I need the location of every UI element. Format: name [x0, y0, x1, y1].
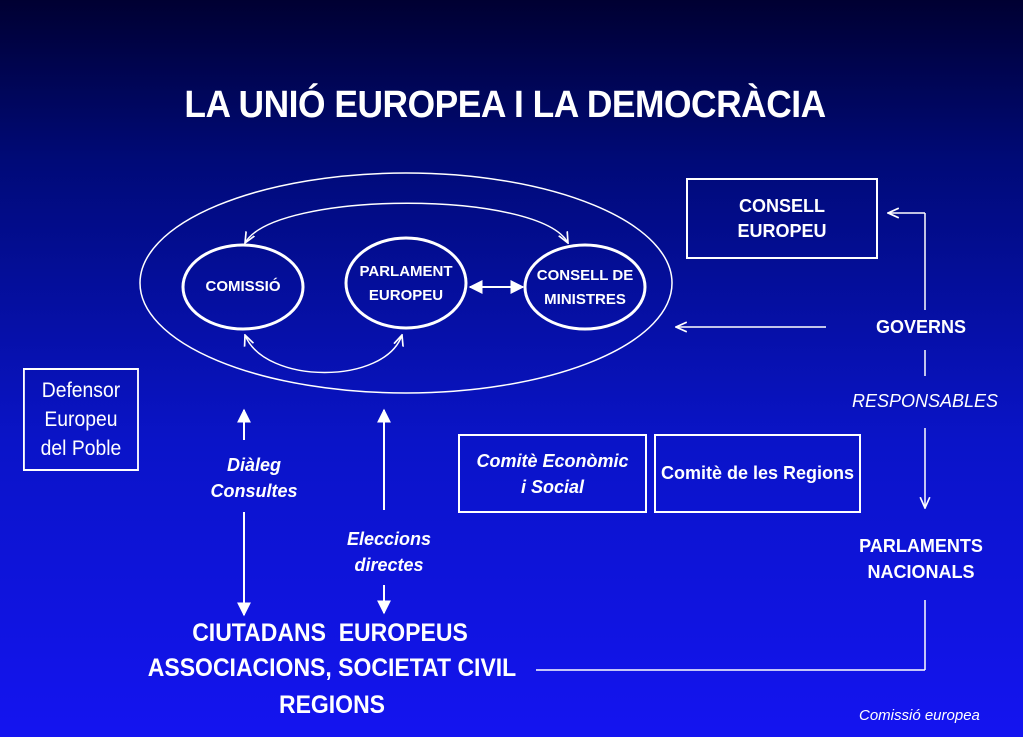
- consell-ministres-oval: [523, 243, 647, 331]
- defensor-box: Defensor Europeu del Poble: [23, 368, 139, 471]
- footer-source: Comissió europea: [859, 707, 980, 724]
- parlament-label: PARLAMENT EUROPEU: [359, 263, 453, 304]
- institutions-outer-ellipse: [139, 172, 673, 394]
- citizens-line-2: ASSOCIACIONS, SOCIETAT CIVIL: [147, 654, 517, 682]
- governs-label: GOVERNS: [875, 317, 967, 337]
- consell-ministres-label: CONSELL DE MINISTRES: [536, 267, 634, 308]
- dialeg-label: Diàleg Consultes: [210, 455, 298, 501]
- comissio-oval: [181, 243, 305, 331]
- responsables-label: RESPONSABLES: [851, 391, 999, 411]
- arc-bottom: [245, 335, 402, 374]
- consell-europeu-box: CONSELL EUROPEU: [686, 178, 878, 259]
- arc-top: [245, 202, 568, 243]
- citizens-line-1: CIUTADANS EUROPEUS: [192, 619, 468, 647]
- comissio-label: COMISSIÓ: [205, 278, 281, 295]
- comite-economic-box: Comitè Econòmic i Social: [458, 434, 647, 513]
- page-title: LA UNIÓ EUROPEA I LA DEMOCRÀCIA: [184, 84, 826, 126]
- comite-regions-box: Comitè de les Regions: [654, 434, 861, 513]
- parlaments-nacionals-label: PARLAMENTS NACIONALS: [859, 536, 983, 582]
- citizens-line-3: REGIONS: [278, 691, 386, 719]
- eleccions-label: Eleccions directes: [346, 529, 432, 575]
